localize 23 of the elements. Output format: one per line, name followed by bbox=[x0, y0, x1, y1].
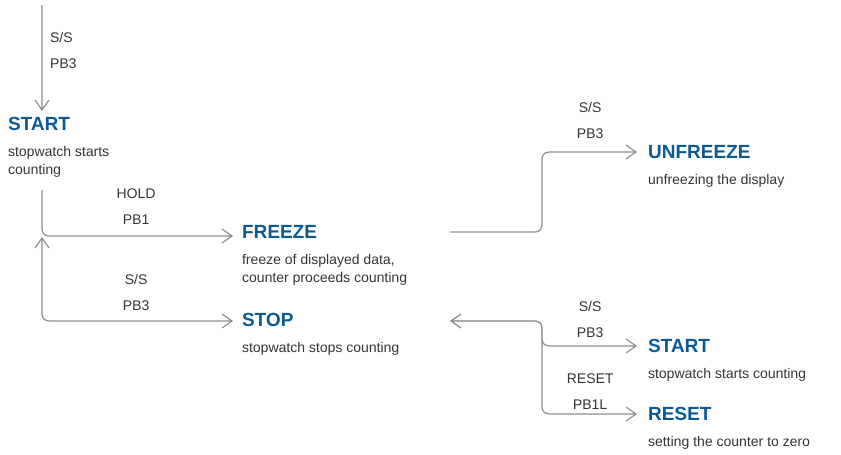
arrow bbox=[34, 237, 233, 329]
edge-label: S/S PB3 bbox=[576, 98, 604, 143]
edge-label: S/S PB3 bbox=[50, 28, 76, 73]
state-title: STOP bbox=[242, 310, 294, 332]
state-title: START bbox=[8, 114, 70, 136]
state-description: stopwatch stops counting bbox=[242, 338, 400, 356]
state-description: setting the counter to zero bbox=[648, 432, 811, 450]
state-title: RESET bbox=[648, 404, 712, 426]
arrow bbox=[450, 144, 637, 233]
state-title: START bbox=[648, 336, 710, 358]
state-description: freeze of displayed data, counter proceeds counting bbox=[242, 250, 408, 286]
arrow bbox=[450, 313, 637, 422]
edge-label: S/S PB3 bbox=[576, 297, 604, 342]
arrow bbox=[34, 5, 50, 111]
edge-label: RESET PB1L bbox=[566, 369, 614, 414]
arrow bbox=[41, 190, 233, 244]
edge-label: S/S PB3 bbox=[122, 270, 150, 315]
state-description: stopwatch starts counting bbox=[8, 142, 110, 178]
state-title: UNFREEZE bbox=[648, 142, 750, 164]
edge-label: HOLD PB1 bbox=[116, 184, 156, 229]
state-description: stopwatch starts counting bbox=[648, 364, 807, 382]
state-title: FREEZE bbox=[242, 222, 317, 244]
state-description: unfreezing the display bbox=[648, 170, 786, 188]
